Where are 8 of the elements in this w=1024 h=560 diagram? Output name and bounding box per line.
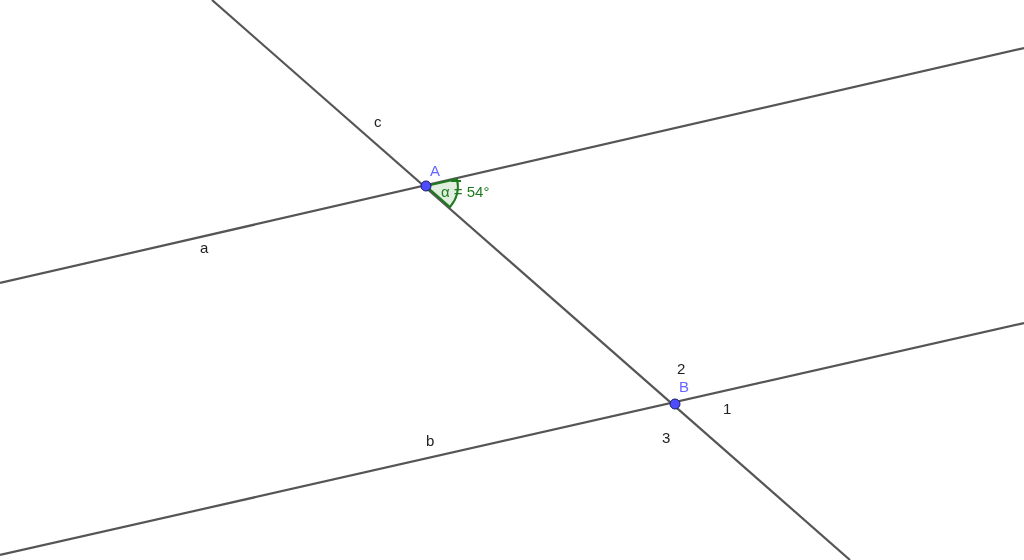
line-label: c xyxy=(374,113,382,130)
angle-number: 2 xyxy=(677,360,686,377)
angle-number: 1 xyxy=(723,400,732,417)
point-label: B xyxy=(679,378,689,395)
line-label: b xyxy=(426,432,435,449)
angle-number: 3 xyxy=(662,429,671,446)
line-label: a xyxy=(200,239,209,256)
point-label: A xyxy=(430,162,440,179)
